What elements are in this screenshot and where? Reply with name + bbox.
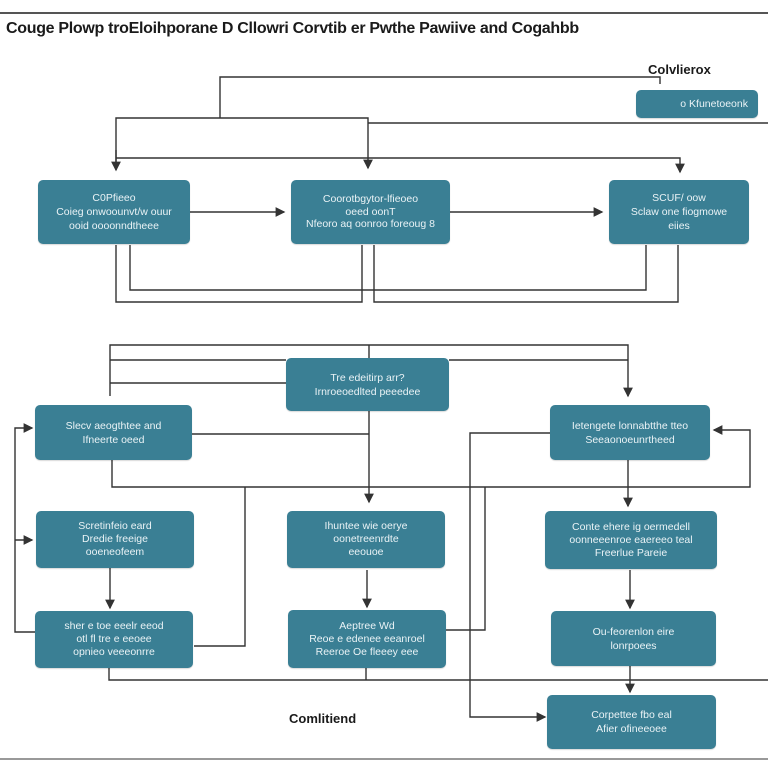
- node-text: oonetreenrdte: [333, 533, 399, 545]
- top-right-label: Colvlierox: [648, 62, 711, 77]
- node-a[interactable]: C0Pfieeo Coieg onwoounvt/w ouur ooid ooo…: [38, 180, 190, 244]
- wire: [194, 487, 246, 647]
- wire: [115, 245, 363, 303]
- node-text: SCUF/ oow: [652, 192, 706, 204]
- node-f[interactable]: Ietengete lonnabtthe tteo Seeaonoeunrthe…: [550, 405, 710, 460]
- node-text: Irnroeoedlted peeedee: [314, 385, 421, 398]
- node-text: Freerlue Pareie: [594, 546, 668, 559]
- node-text: Coieg onwoounvt/w ouur: [56, 206, 172, 218]
- wire: [115, 117, 373, 170]
- node-text: Ihuntee wie oerye: [324, 520, 408, 532]
- node-text: Ietengete lonnabtthe tteo: [571, 419, 689, 432]
- node-text: oeed oonT: [345, 205, 396, 218]
- wire: [373, 245, 679, 303]
- node-text: Afier ofineeoee: [596, 723, 667, 735]
- node-k[interactable]: Aeptree Wd Reoe e edenee eeanroel Reeroe…: [288, 610, 446, 668]
- wire: [219, 76, 661, 118]
- node-text: ooid oooonndtheee: [69, 220, 159, 232]
- node-text: Conte ehere ig oermedell: [572, 520, 690, 533]
- node-text: Dredie freeige: [82, 533, 148, 545]
- node-text: sher e toe eeelr eeod: [64, 620, 164, 632]
- node-text: Ou-feorenlon eire: [592, 625, 675, 638]
- node-text: oonneeenroe eaereeo teal: [569, 533, 693, 546]
- wire: [108, 668, 768, 681]
- bottom-border: [0, 758, 768, 760]
- node-text: Reoe e edenee eeanroel: [309, 632, 425, 645]
- node-text: eeouoe: [348, 546, 384, 558]
- node-text: Aeptree Wd: [339, 619, 395, 632]
- node-text: Scretinfeio eard: [78, 520, 152, 532]
- node-m[interactable]: Corpettee fbo eal Afier ofineeoee: [547, 695, 716, 749]
- wire: [14, 423, 36, 633]
- node-c[interactable]: SCUF/ oow Sclaw one fiogmowe eiies: [609, 180, 749, 244]
- node-text: Ifneerte oeed: [82, 433, 145, 446]
- node-text: Reeroe Oe fleeey eee: [315, 645, 419, 658]
- top-border: [0, 12, 768, 14]
- node-e[interactable]: Slecv aeogthtee and Ifneerte oeed: [35, 405, 192, 460]
- node-l[interactable]: Ou-feorenlon eire lonrpoees: [551, 611, 716, 666]
- node-i[interactable]: Conte ehere ig oermedell oonneeenroe eae…: [545, 511, 717, 569]
- wire: [469, 432, 550, 722]
- node-text: otl fl tre e eeoee: [76, 633, 152, 645]
- wire: [129, 245, 647, 291]
- legend-node[interactable]: o Kfunetoeonk: [636, 90, 758, 118]
- node-text: Coorotbgytor-lfieoeo: [322, 193, 419, 206]
- node-text: eiies: [668, 220, 690, 232]
- node-text: Sclaw one fiogmowe: [630, 206, 728, 218]
- node-h[interactable]: Ihuntee wie oerye oonetreenrdte eeouoe: [287, 511, 445, 568]
- node-g[interactable]: Scretinfeio eard Dredie freeige ooeneofe…: [36, 511, 194, 568]
- node-text: o Kfunetoeonk: [680, 98, 748, 110]
- node-text: Tre edeitirp arr?: [330, 371, 405, 384]
- diagram-title: Cougе Plowp troEloihporane D Cllowri Cor…: [6, 20, 579, 37]
- node-j[interactable]: sher e toe eeelr eeod otl fl tre e eeoee…: [35, 611, 193, 668]
- node-d[interactable]: Tre edeitirp arr? Irnroeoedlted peeedee: [286, 358, 449, 411]
- wire: [446, 487, 486, 631]
- node-text: Corpettee fbo eal: [591, 709, 672, 721]
- node-text: opnieo veeeonrre: [73, 646, 155, 658]
- node-text: Nfeoro aq oonroo foreoug 8: [305, 218, 435, 231]
- wire: [116, 157, 685, 174]
- node-text: C0Pfieeo: [92, 192, 136, 204]
- node-text: Slecv aeogthtee and: [65, 419, 162, 432]
- node-b[interactable]: Coorotbgytor-lfieoeo oeed oonT Nfeoro aq…: [291, 180, 450, 244]
- bottom-label: Comlitiend: [289, 711, 357, 726]
- node-text: lonrpoees: [610, 639, 657, 652]
- node-text: ooeneofeem: [85, 546, 145, 558]
- node-text: Seeaonoeunrtheed: [585, 433, 675, 446]
